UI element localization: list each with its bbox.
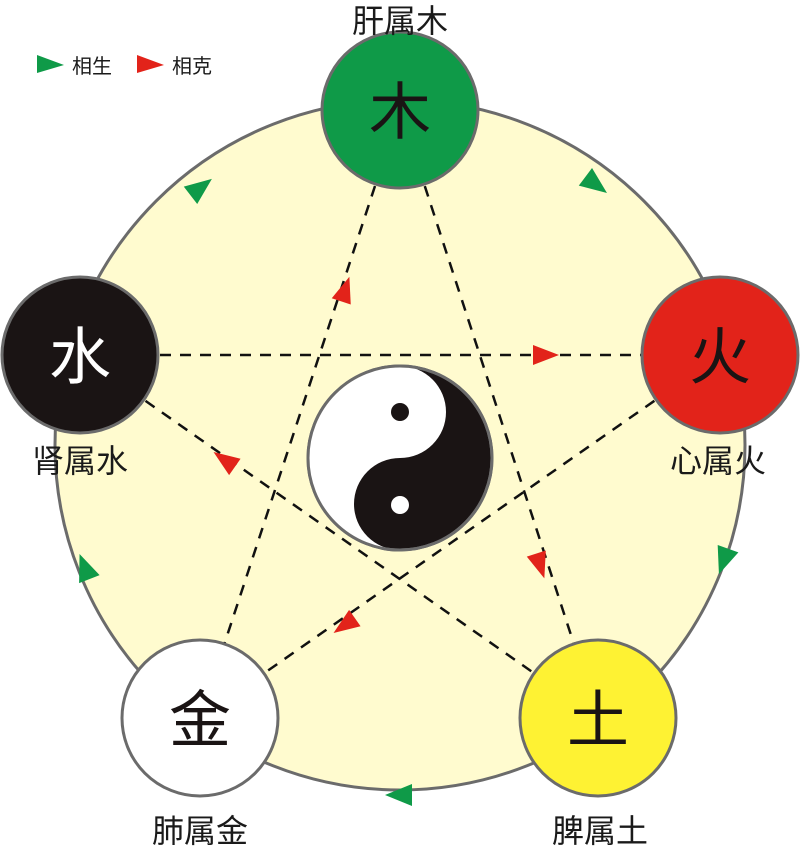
label-spleen-earth: 脾属土 [552,812,648,850]
legend: 相生 相克 [37,54,212,78]
node-water: 水 [0,275,160,435]
node-wood-char: 木 [369,76,431,149]
label-kidney-water: 肾属水 [32,442,128,480]
node-earth-char: 土 [567,684,629,757]
arrow-wood-to-fire-icon [578,167,607,194]
arrow-fire-to-earth-icon [717,544,739,575]
wood-earth-line [398,109,600,719]
legend-ke-label: 相克 [172,54,212,78]
arrow-water-to-wood-icon [183,178,212,205]
fire-metal-line [199,353,721,720]
node-fire: 火 [640,275,800,435]
node-wood: 木 [320,30,480,190]
node-water-char: 水 [49,321,111,394]
arrow-earth-to-metal-icon [385,784,412,806]
earth-water-line [79,353,599,720]
legend-sheng-arrow-icon [37,55,64,73]
arrow-wood-to-earth-icon [526,550,546,579]
node-earth: 土 [518,638,678,798]
arrow-metal-to-wood-icon [331,276,351,305]
label-liver-wood: 肝属木 [352,2,448,40]
metal-wood-line [198,109,402,719]
arrow-earth-to-water-icon [213,451,241,476]
yin-yang-icon [306,364,494,552]
restraint-arrows [213,276,559,634]
label-lung-metal: 肺属金 [152,812,248,850]
arrow-water-to-fire-icon [533,345,559,365]
restraint-star-lines [79,109,721,720]
node-fire-char: 火 [689,321,751,394]
legend-sheng-label: 相生 [72,54,112,78]
arrow-metal-to-water-icon [79,554,100,584]
label-heart-fire: 心属火 [670,442,766,480]
legend-ke-arrow-icon [137,55,164,73]
node-metal-char: 金 [169,684,231,757]
node-metal: 金 [120,638,280,798]
arrow-fire-to-metal-icon [333,609,361,634]
generation-arrows [79,167,739,806]
